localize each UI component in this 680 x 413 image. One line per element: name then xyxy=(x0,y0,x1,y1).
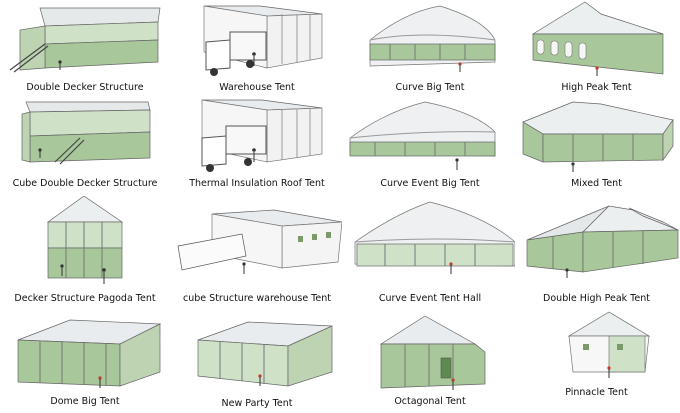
tent-label: Octagonal Tent xyxy=(394,396,466,407)
tent-item[interactable]: Double Decker Structure xyxy=(0,0,170,98)
tent-label: Cube Double Decker Structure xyxy=(12,178,158,189)
tent-label: Decker Structure Pagoda Tent xyxy=(14,293,156,304)
tent-label: Curve Event Big Tent xyxy=(380,178,480,189)
pagoda-tent-icon xyxy=(46,196,124,284)
curve-event-tent-icon xyxy=(349,101,496,170)
tent-label: Pinnacle Tent xyxy=(565,387,628,398)
tent-label: New Party Tent xyxy=(221,398,293,409)
tent-item[interactable]: Octagonal Tent xyxy=(345,310,515,413)
high-peak-tent-icon xyxy=(531,1,664,76)
tent-label: Curve Event Tent Hall xyxy=(378,293,482,304)
cube-double-decker-icon xyxy=(21,101,151,165)
dome-tent-icon xyxy=(17,319,162,388)
curve-tent-icon xyxy=(369,5,496,72)
mixed-tent-icon xyxy=(522,101,674,172)
tent-item[interactable]: Pinnacle Tent xyxy=(513,310,680,413)
tent-label: cube Structure warehouse Tent xyxy=(183,293,331,304)
tent-label: Double Decker Structure xyxy=(26,82,144,93)
tent-label: Curve Big Tent xyxy=(395,82,465,93)
tent-item[interactable]: Cube Double Decker Structure xyxy=(0,98,170,196)
tent-item[interactable]: New Party Tent xyxy=(172,310,342,413)
tent-item[interactable]: cube Structure warehouse Tent xyxy=(172,196,342,310)
tent-item[interactable]: Curve Big Tent xyxy=(345,0,515,98)
tent-item[interactable]: Decker Structure Pagoda Tent xyxy=(0,196,170,310)
tent-label: Double High Peak Tent xyxy=(543,293,650,304)
pinnacle-tent-icon xyxy=(567,311,651,378)
tent-item[interactable]: Dome Big Tent xyxy=(0,310,170,413)
tent-item[interactable]: High Peak Tent xyxy=(513,0,680,98)
cube-warehouse-tent-icon xyxy=(177,209,342,274)
party-tent-icon xyxy=(197,321,333,387)
tent-item[interactable]: Double High Peak Tent xyxy=(513,196,680,310)
tent-item[interactable]: Thermal Insulation Roof Tent xyxy=(172,98,342,196)
tent-label: High Peak Tent xyxy=(561,82,632,93)
tent-label: Dome Big Tent xyxy=(50,396,120,407)
thermal-roof-tent-icon xyxy=(201,99,323,172)
octagonal-tent-icon xyxy=(379,315,486,390)
tent-label: Thermal Insulation Roof Tent xyxy=(189,178,325,189)
tent-label: Warehouse Tent xyxy=(219,82,295,93)
double-decker-icon xyxy=(9,7,161,73)
warehouse-tent-icon xyxy=(203,5,323,76)
tent-label: Mixed Tent xyxy=(571,178,622,189)
tent-item[interactable]: Mixed Tent xyxy=(513,98,680,196)
curve-tent-hall-icon xyxy=(354,201,515,274)
tent-item[interactable]: Curve Event Tent Hall xyxy=(345,196,515,310)
double-high-peak-tent-icon xyxy=(526,205,679,278)
tent-item[interactable]: Warehouse Tent xyxy=(172,0,342,98)
tent-item[interactable]: Curve Event Big Tent xyxy=(345,98,515,196)
